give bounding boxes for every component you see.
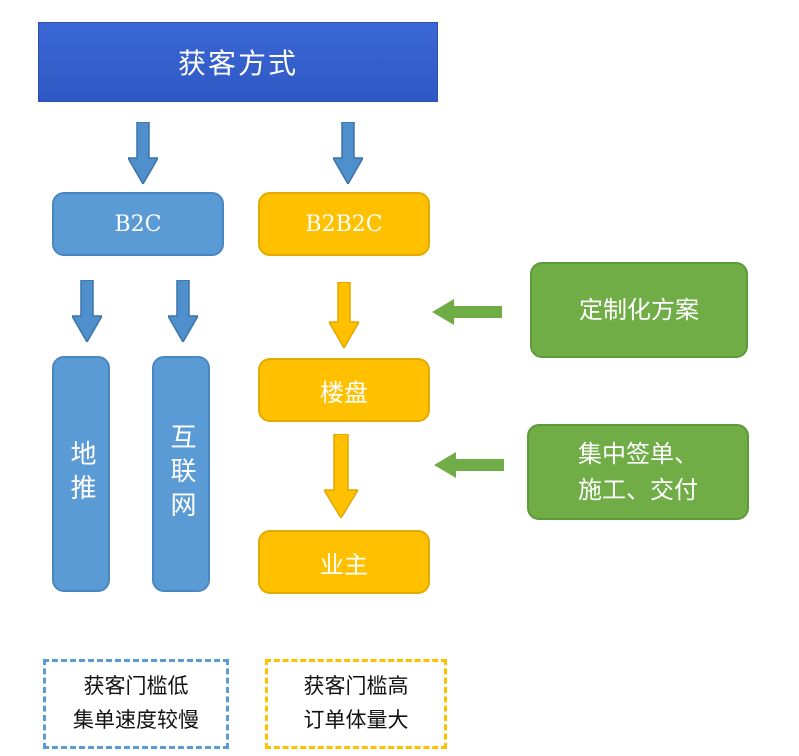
- step-homeowner: 业主: [258, 530, 430, 594]
- centralized-delivery-box: 集中签单、 施工、交付: [527, 424, 749, 520]
- custom-solution-box: 定制化方案: [530, 262, 748, 358]
- arrow-left-icon: [432, 299, 502, 325]
- b2b2c-note-line1: 获客门槛高: [303, 674, 409, 699]
- diagram-title: 获客方式: [38, 22, 438, 102]
- channel-internet: 互联网: [152, 356, 210, 592]
- custom-solution-line1: 定制化方案: [579, 296, 699, 324]
- centralized-delivery-line2: 施工、交付: [578, 476, 698, 504]
- b2b2c-note-line2: 订单体量大: [303, 708, 409, 732]
- arrow-down-icon: [333, 122, 363, 184]
- b2c-box: B2C: [52, 192, 224, 256]
- arrow-down-icon: [168, 280, 198, 342]
- b2b2c-box: B2B2C: [258, 192, 430, 256]
- arrow-down-icon: [324, 434, 358, 518]
- arrow-down-icon: [72, 280, 102, 342]
- arrow-down-icon: [329, 282, 359, 348]
- channel-ground-promotion: 地推: [52, 356, 110, 592]
- b2c-note-line2: 集单速度较慢: [73, 708, 199, 732]
- b2b2c-note: 获客门槛高 订单体量大: [265, 659, 447, 749]
- b2c-note: 获客门槛低 集单速度较慢: [43, 659, 229, 749]
- arrow-down-icon: [128, 122, 158, 184]
- arrow-left-icon: [434, 452, 504, 478]
- b2c-note-line1: 获客门槛低: [83, 674, 189, 699]
- step-property: 楼盘: [258, 358, 430, 422]
- centralized-delivery-line1: 集中签单、: [578, 440, 698, 468]
